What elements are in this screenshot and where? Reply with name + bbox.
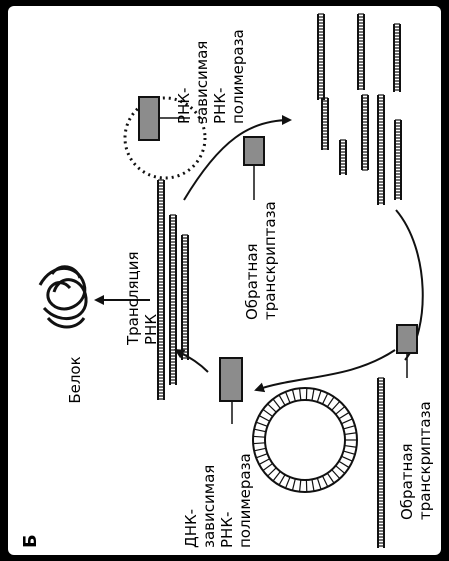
ddrp-label: ДНК- зависимая РНК- полимераза bbox=[182, 453, 254, 548]
svg-text:Обратная: Обратная bbox=[398, 443, 416, 520]
translation-label: Трансляция bbox=[124, 251, 142, 346]
svg-text:РНК-: РНК- bbox=[175, 88, 193, 124]
svg-text:ДНК-: ДНК- bbox=[182, 509, 200, 548]
reverse-transcriptase-lower-label: Обратная транскриптаза bbox=[398, 401, 434, 520]
reverse-transcriptase-box-lower bbox=[396, 324, 418, 354]
reverse-transcriptase-box-upper bbox=[243, 136, 265, 166]
svg-text:зависимая: зависимая bbox=[193, 41, 211, 124]
protein-label: Белок bbox=[66, 356, 84, 403]
arc-to-rna bbox=[174, 348, 209, 373]
protein-icon bbox=[38, 265, 88, 329]
dna-dependent-rna-polymerase-box bbox=[219, 357, 243, 402]
rna-strands bbox=[157, 179, 189, 400]
svg-text:РНК-: РНК- bbox=[211, 88, 229, 124]
panel-letter: Б bbox=[20, 534, 41, 548]
rna-label: РНК bbox=[142, 314, 160, 345]
svg-text:зависимая: зависимая bbox=[200, 465, 218, 548]
svg-text:транскриптаза: транскриптаза bbox=[261, 201, 279, 320]
reverse-transcriptase-upper-label: Обратная транскриптаза bbox=[243, 201, 279, 320]
svg-text:транскриптаза: транскриптаза bbox=[416, 401, 434, 520]
dotted-rna-circle bbox=[123, 96, 207, 180]
svg-text:Обратная: Обратная bbox=[243, 243, 261, 320]
linear-dna bbox=[377, 377, 385, 548]
svg-text:полимераза: полимераза bbox=[236, 453, 254, 548]
arc-to-circle bbox=[254, 349, 396, 393]
figure-panel bbox=[8, 6, 441, 555]
svg-text:РНК-: РНК- bbox=[218, 512, 236, 548]
arc-to-fragments bbox=[183, 115, 292, 201]
dna-fragments bbox=[317, 13, 402, 205]
svg-text:полимераза: полимераза bbox=[229, 29, 247, 124]
rdrp-label: РНК- зависимая РНК- полимераза bbox=[175, 29, 247, 124]
rna-dependent-rna-polymerase-box bbox=[138, 96, 160, 141]
circular-dna bbox=[252, 387, 358, 493]
